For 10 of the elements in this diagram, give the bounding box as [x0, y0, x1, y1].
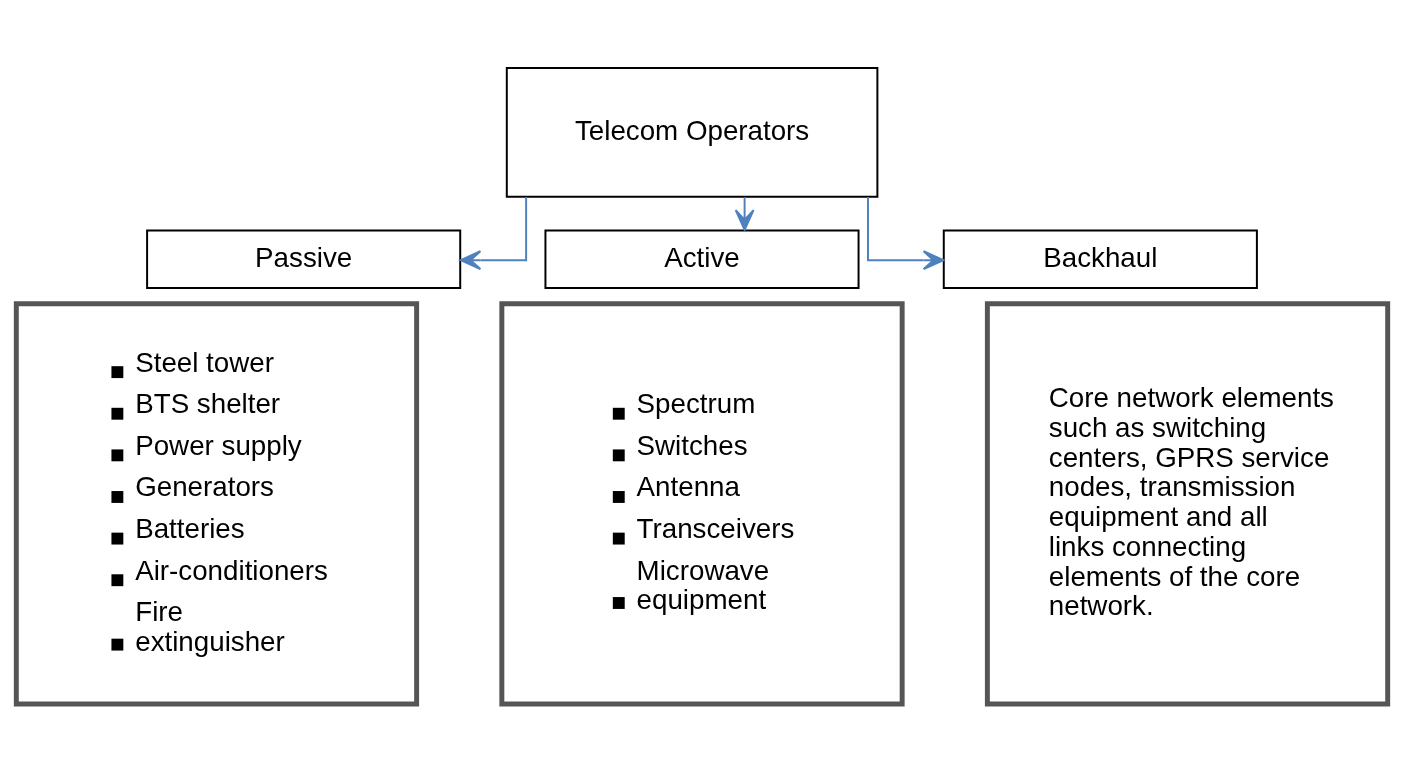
arrow — [459, 195, 528, 270]
arrow — [734, 195, 755, 231]
node-box: Passive — [146, 228, 462, 289]
node-box: Spectrum Switches Antenna Transceivers Microwave equipment — [499, 300, 905, 707]
node-box: Core network elements such as switching centers, GPRS service nodes, transmission equipment and all links connecting elements of the core network. — [984, 300, 1391, 707]
node-box: Telecom Operators — [505, 66, 879, 198]
node-box: Active — [544, 228, 860, 289]
node-box: Backhaul — [942, 228, 1258, 289]
node-box: Steel tower BTS shelter Power supply Generators Batteries Air-conditioners Fire extinguisher — [13, 300, 420, 707]
arrow — [867, 195, 945, 270]
